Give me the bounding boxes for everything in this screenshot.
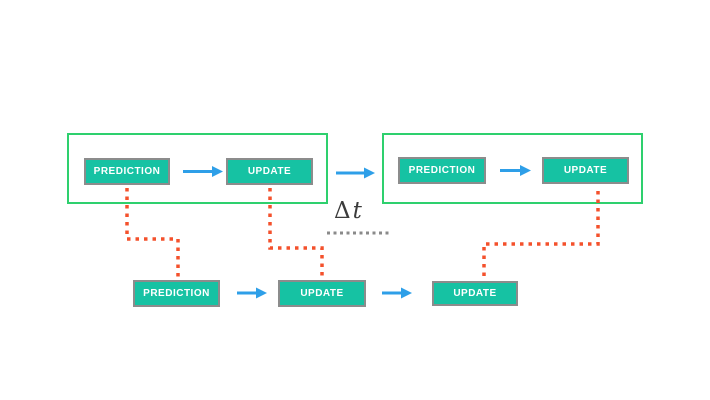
node-bottom-prediction: PREDICTION [133, 280, 220, 307]
flow-arrow-bottom-left [237, 287, 267, 299]
node-top-left-prediction: PREDICTION [84, 158, 170, 185]
node-top-right-prediction: PREDICTION [398, 157, 486, 184]
flow-arrow-bottom-right [382, 287, 412, 299]
delta-t-label: Δt [334, 200, 362, 223]
timestep-frame-left [67, 133, 328, 204]
node-top-left-update: UPDATE [226, 158, 313, 185]
t-symbol: t [352, 198, 362, 224]
node-top-right-update: UPDATE [542, 157, 629, 184]
node-bottom-update-mid: UPDATE [278, 280, 366, 307]
red-connector-update-right [482, 191, 600, 279]
flow-arrow-between-frames [336, 167, 375, 179]
delta-symbol: Δ [334, 198, 351, 224]
node-bottom-update-right: UPDATE [432, 281, 518, 306]
